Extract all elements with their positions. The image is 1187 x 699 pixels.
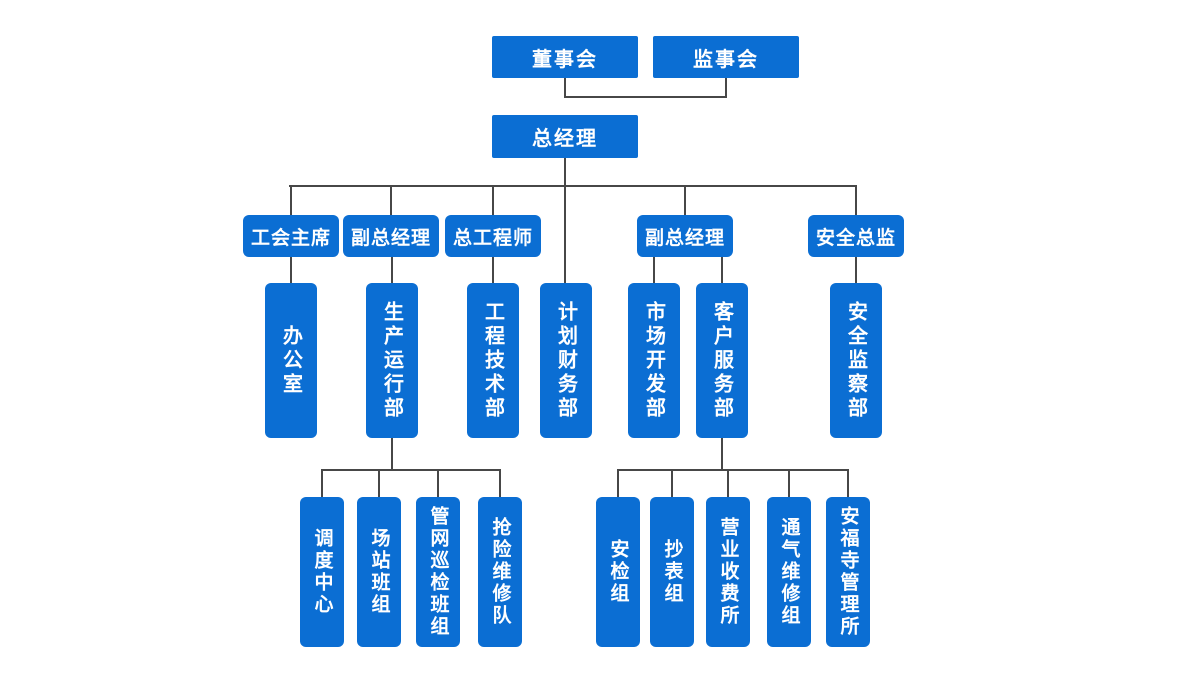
connector-drop-pipeline-team: [437, 469, 439, 498]
connector-drop-billing-office: [727, 469, 729, 498]
node-gas-maintenance-group: 通气维修组: [767, 497, 811, 647]
connector-deputy1-to-production: [391, 256, 393, 284]
connector-customer-trunk: [721, 437, 723, 471]
connector-production-trunk: [391, 437, 393, 471]
connector-supervisory-down: [725, 78, 727, 98]
node-deputy-gm-1: 副总经理: [343, 215, 439, 257]
node-dispatch-center-label: 调度中心: [311, 528, 333, 616]
connector-drop-meter-reading: [671, 469, 673, 498]
connector-drop-gas-maintenance: [788, 469, 790, 498]
node-union-chair-label: 工会主席: [250, 227, 331, 249]
node-meter-reading-group-label: 抄表组: [661, 539, 683, 605]
connector-board-down: [564, 78, 566, 98]
node-billing-office: 营业收费所: [706, 497, 750, 647]
node-station-team-label: 场站班组: [368, 528, 390, 616]
node-safety-supervision-label: 安全监察部: [844, 300, 867, 421]
node-billing-office-label: 营业收费所: [717, 517, 739, 627]
node-board-label: 董事会: [532, 48, 598, 71]
node-production-ops-label: 生产运行部: [380, 300, 403, 421]
node-chief-engineer: 总工程师: [445, 215, 541, 257]
node-market-dev-label: 市场开发部: [642, 300, 665, 421]
connector-deputy2-to-market: [653, 256, 655, 284]
node-safety-director-label: 安全总监: [815, 227, 896, 249]
node-production-ops: 生产运行部: [366, 283, 418, 438]
node-dispatch-center: 调度中心: [300, 497, 344, 647]
node-emergency-repair-team: 抢险维修队: [478, 497, 522, 647]
connector-board-supervisory-elbow: [564, 96, 727, 98]
connector-drop-safety-check: [617, 469, 619, 498]
node-planning-finance-label: 计划财务部: [554, 300, 577, 421]
node-meter-reading-group: 抄表组: [650, 497, 694, 647]
connector-director-to-supervision: [855, 256, 857, 284]
connector-drop-dispatch-center: [321, 469, 323, 498]
node-safety-check-group: 安检组: [596, 497, 640, 647]
connector-drop-repair-team: [499, 469, 501, 498]
connector-drop-anfusi-office: [847, 469, 849, 498]
node-pipeline-inspection-team-label: 管网巡检班组: [427, 506, 449, 638]
node-station-team: 场站班组: [357, 497, 401, 647]
node-deputy-gm-2-label: 副总经理: [644, 227, 725, 249]
node-emergency-repair-team-label: 抢险维修队: [489, 517, 511, 627]
connector-drop-chief-engineer: [492, 185, 494, 216]
node-supervisory: 监事会: [653, 36, 799, 78]
node-supervisory-label: 监事会: [693, 48, 759, 71]
connector-production-children-rail: [321, 469, 501, 471]
connector-deputy2-to-customer: [721, 256, 723, 284]
node-planning-finance: 计划财务部: [540, 283, 592, 438]
node-chief-engineer-label: 总工程师: [452, 227, 533, 249]
node-gm: 总经理: [492, 115, 638, 158]
node-customer-service-label: 客户服务部: [710, 300, 733, 421]
node-deputy-gm-1-label: 副总经理: [350, 227, 431, 249]
node-market-dev: 市场开发部: [628, 283, 680, 438]
node-engineering-tech: 工程技术部: [467, 283, 519, 438]
connector-drop-station-team: [378, 469, 380, 498]
node-board: 董事会: [492, 36, 638, 78]
node-pipeline-inspection-team: 管网巡检班组: [416, 497, 460, 647]
connector-gm-trunk: [564, 158, 566, 284]
node-gas-maintenance-group-label: 通气维修组: [778, 517, 800, 627]
node-anfusi-mgmt-office-label: 安福寺管理所: [837, 506, 859, 638]
connector-union-to-office: [290, 256, 292, 284]
connector-drop-union-chair: [290, 185, 292, 216]
connector-customer-children-rail: [617, 469, 849, 471]
node-safety-director: 安全总监: [808, 215, 904, 257]
node-union-chair: 工会主席: [243, 215, 339, 257]
node-safety-supervision: 安全监察部: [830, 283, 882, 438]
connector-drop-deputy-gm-1: [390, 185, 392, 216]
connector-drop-safety-director: [855, 185, 857, 216]
connector-gm-children-rail: [289, 185, 857, 187]
node-office: 办公室: [265, 283, 317, 438]
node-engineering-tech-label: 工程技术部: [481, 300, 504, 421]
connector-chief-to-engineering: [492, 256, 494, 284]
node-office-label: 办公室: [279, 324, 302, 397]
node-customer-service: 客户服务部: [696, 283, 748, 438]
node-safety-check-group-label: 安检组: [607, 539, 629, 605]
node-anfusi-mgmt-office: 安福寺管理所: [826, 497, 870, 647]
node-gm-label: 总经理: [532, 128, 598, 150]
node-deputy-gm-2: 副总经理: [637, 215, 733, 257]
connector-drop-deputy-gm-2: [684, 185, 686, 216]
